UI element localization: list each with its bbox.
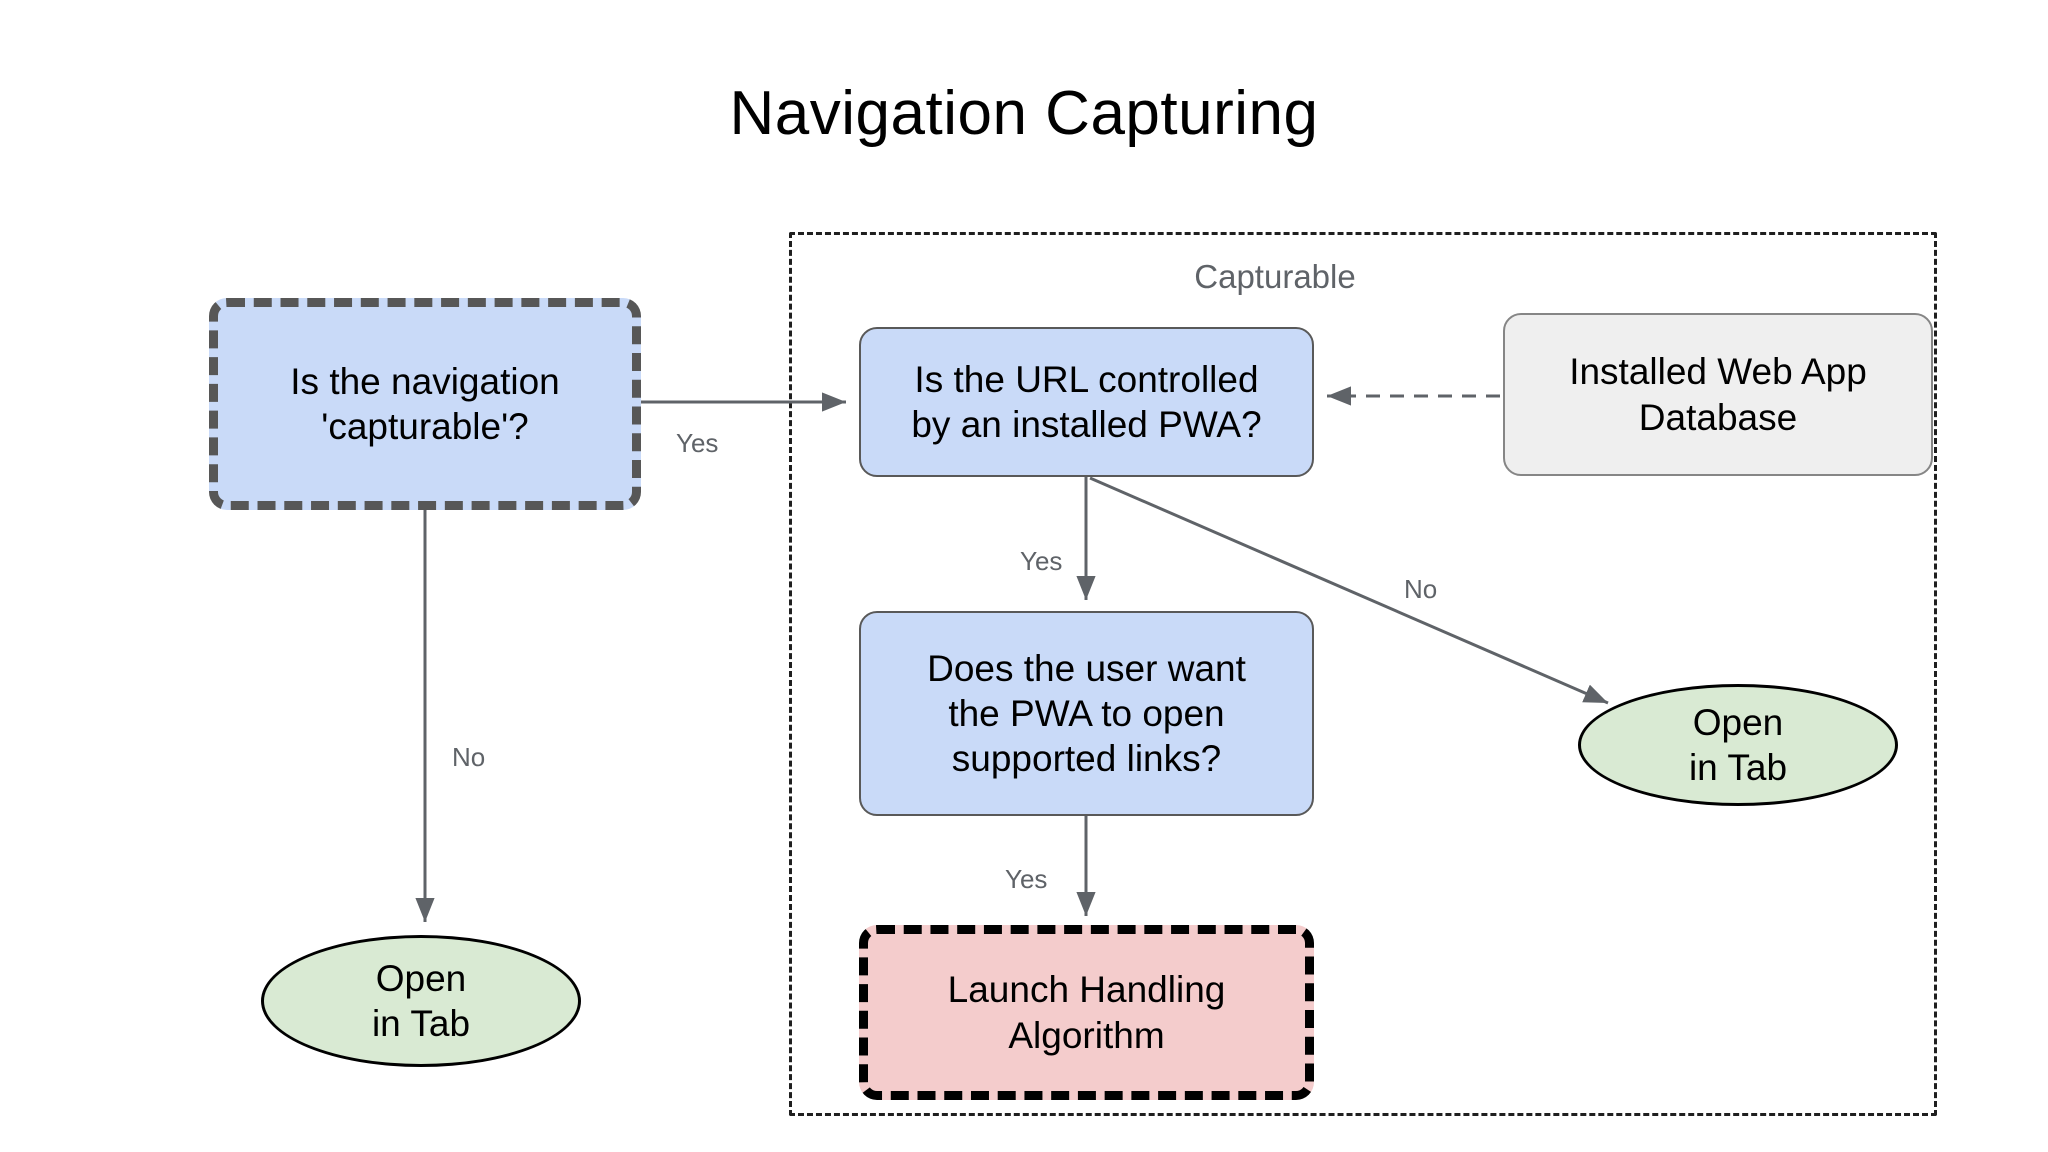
node-installed-web-app-database[interactable]: Installed Web App Database	[1503, 313, 1933, 476]
node-launch-handling-algorithm[interactable]: Launch Handling Algorithm	[859, 925, 1314, 1100]
node-open-in-tab-left[interactable]: Open in Tab	[261, 935, 581, 1067]
node-is-url-controlled-by-installed-pwa[interactable]: Is the URL controlled by an installed PW…	[859, 327, 1314, 477]
page-title: Navigation Capturing	[729, 79, 1319, 148]
node-open-in-tab-right[interactable]: Open in Tab	[1578, 684, 1898, 806]
node-does-user-want-pwa-open-supported-links[interactable]: Does the user want the PWA to open suppo…	[859, 611, 1314, 816]
edge-label-capturable-yes: Yes	[676, 428, 719, 458]
node-is-navigation-capturable[interactable]: Is the navigation 'capturable'?	[209, 298, 641, 510]
capturable-group-container	[789, 232, 1937, 1116]
edge-label-url-yes: Yes	[1020, 546, 1063, 576]
edge-label-capturable-no: No	[452, 742, 486, 772]
edge-label-url-no: No	[1404, 574, 1438, 604]
edge-label-user-yes: Yes	[1005, 864, 1048, 894]
capturable-group-label: Capturable	[1194, 258, 1356, 295]
